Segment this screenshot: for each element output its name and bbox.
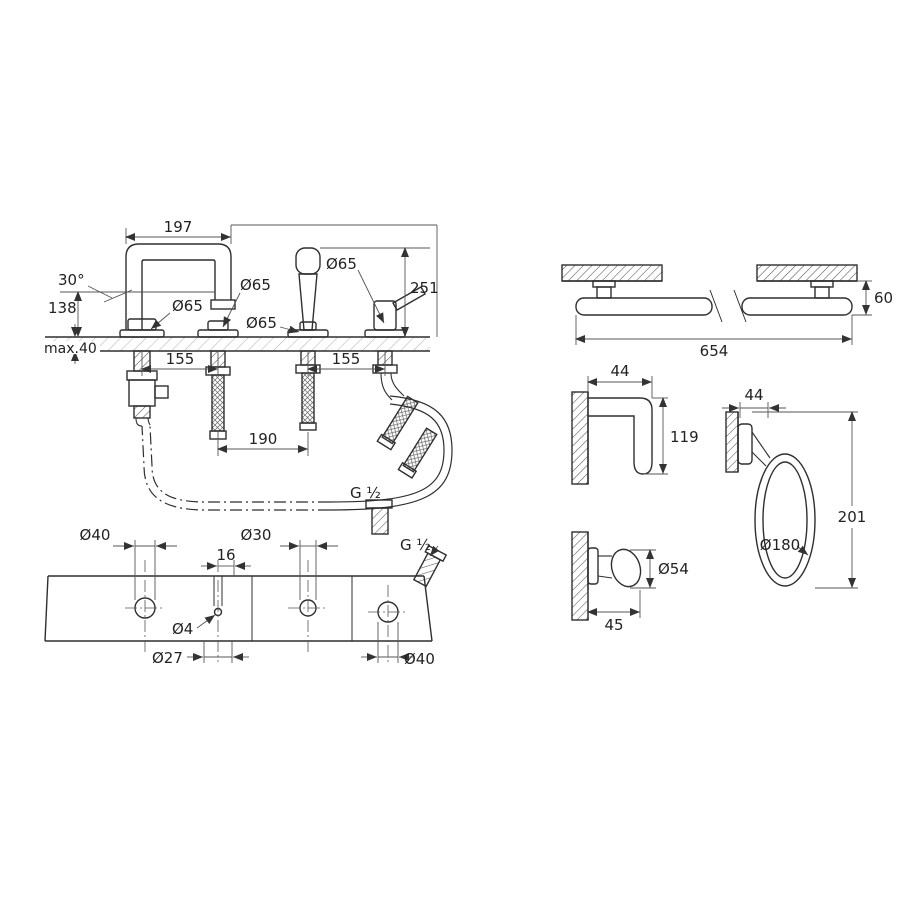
dim-thread-1: G ½	[350, 484, 381, 502]
dim-hole-right: Ø40	[404, 650, 435, 668]
dim-shower-height: 251	[410, 279, 439, 297]
dim-ring-depth: 44	[744, 386, 763, 404]
dim-hole-left: Ø40	[80, 526, 111, 544]
hand-shower	[287, 247, 329, 338]
dim-hole-mid: Ø30	[241, 526, 272, 544]
dim-hook-depth: 45	[604, 616, 623, 634]
dim-escutcheon-1: Ø65	[172, 297, 203, 315]
dim-bar-height: 60	[874, 289, 893, 307]
valve-escutcheon	[197, 320, 239, 338]
faucet-side-view	[45, 243, 453, 588]
robe-hook-view	[571, 531, 642, 621]
dim-span-left: 155	[166, 350, 195, 368]
mounting-template	[44, 575, 433, 642]
dim-thread-2: G ½	[400, 536, 431, 554]
dim-offset-16: 16	[216, 546, 235, 564]
dim-spout-reach: 197	[164, 218, 193, 236]
dim-holder-depth: 44	[610, 362, 629, 380]
dim-span-center: 190	[249, 430, 278, 448]
dim-bar-length: 654	[700, 342, 729, 360]
dim-swivel-angle: 30°	[58, 271, 85, 289]
dim-ring-height: 201	[838, 508, 867, 526]
deck	[45, 336, 430, 352]
towel-ring-view	[725, 411, 816, 587]
spout	[119, 243, 236, 338]
dim-escutcheon-4: Ø65	[326, 255, 357, 273]
label-mask	[42, 341, 100, 354]
template-centerlines	[125, 560, 408, 662]
dim-spout-height: 138	[48, 299, 77, 317]
dim-pilot: Ø4	[172, 620, 193, 638]
towel-holder-dimensions	[587, 376, 668, 475]
template-dimensions	[113, 540, 415, 663]
towel-ring-dimensions	[722, 402, 858, 589]
towel-bar-dimensions	[575, 280, 872, 345]
towel-bar-view	[561, 264, 858, 323]
towel-holder-view	[571, 391, 653, 485]
faucet-dimensions	[60, 224, 440, 557]
dim-hole-27: Ø27	[152, 649, 183, 667]
lever-supply-hoses	[372, 350, 438, 479]
dim-span-right: 155	[332, 350, 361, 368]
dim-escutcheon-2: Ø65	[240, 276, 271, 294]
diverter-assembly	[126, 350, 169, 427]
dim-holder-height: 119	[670, 428, 699, 446]
dim-hook-dia: Ø54	[658, 560, 689, 578]
g-half-fitting-1	[365, 499, 393, 535]
dim-escutcheon-3: Ø65	[246, 314, 277, 332]
dim-ring-dia: Ø180	[760, 536, 800, 554]
dim-deck-thickness: max.40	[44, 341, 97, 357]
robe-hook-dimensions	[587, 549, 656, 618]
